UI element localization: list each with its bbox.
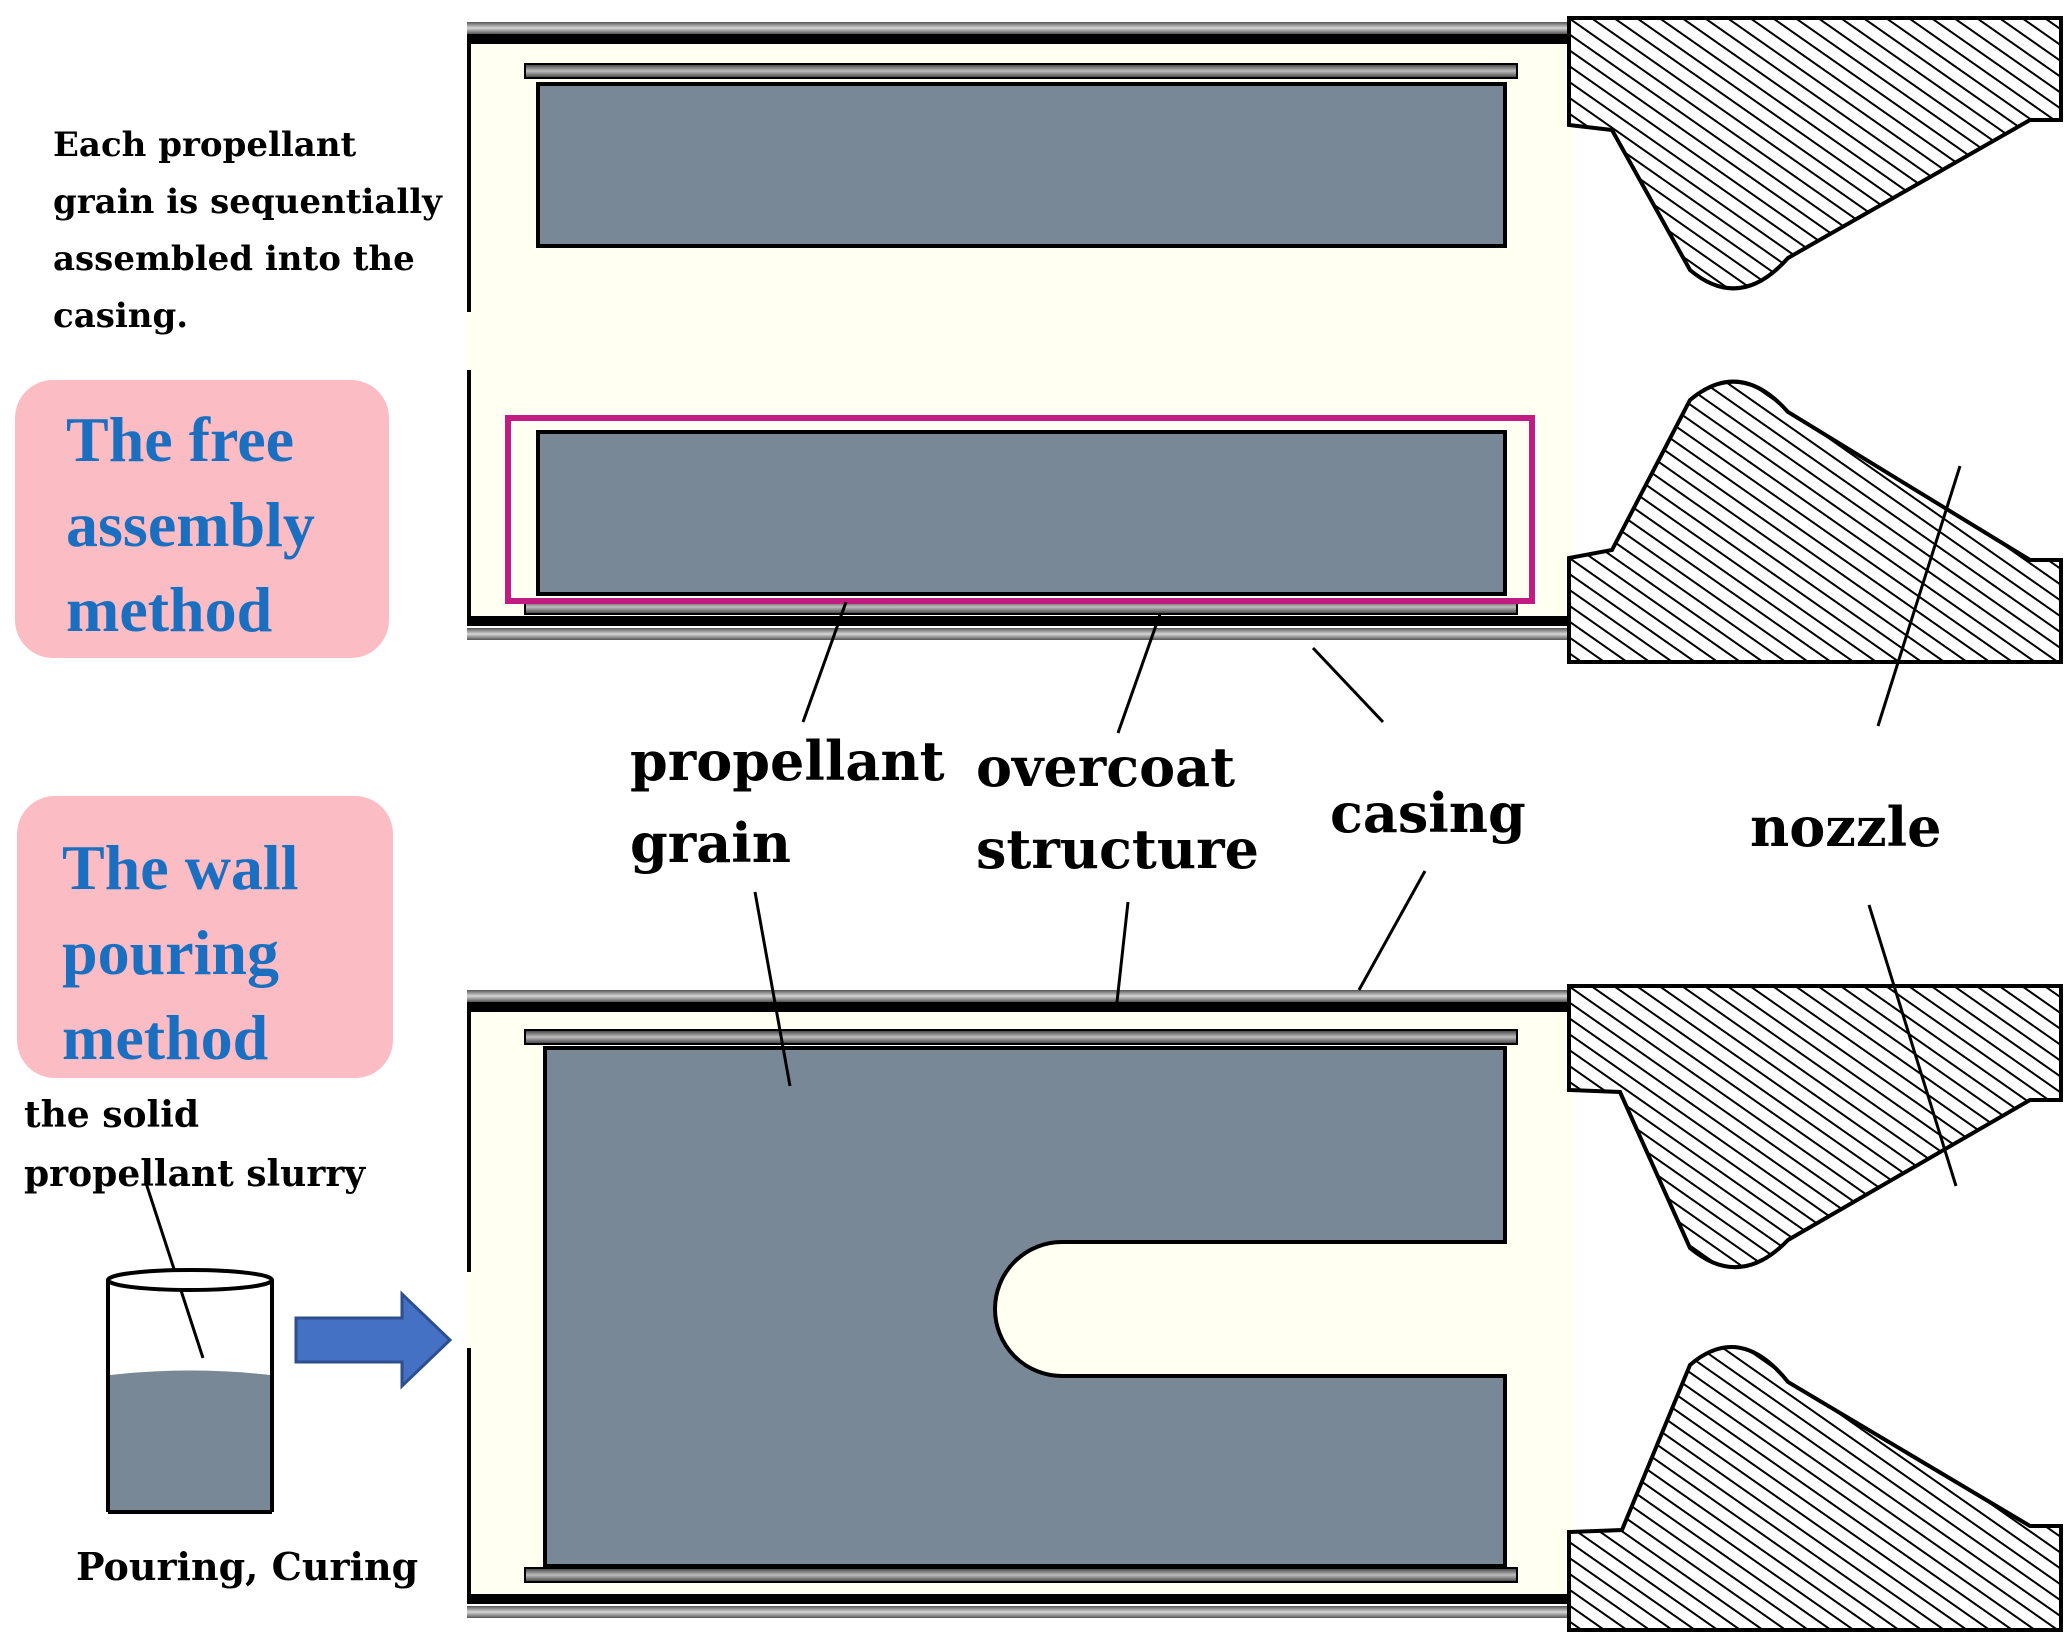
label-nozzle: nozzle <box>1750 795 1941 859</box>
nozzle <box>1567 984 2063 1632</box>
method-box-free <box>15 380 389 658</box>
highlight-box <box>505 415 1535 604</box>
leader-nozzle-top <box>1876 465 1962 727</box>
leader-lines <box>144 465 1962 1359</box>
overcoat-layer <box>524 1029 1518 1045</box>
leader-overcoat-top <box>1116 613 1162 734</box>
casing-wall <box>467 990 1575 1002</box>
slurry-beaker <box>106 1268 274 1514</box>
overcoat-layer <box>524 63 1518 79</box>
propellant-grain-lower <box>536 430 1507 596</box>
leader-casing-bottom <box>1357 870 1427 991</box>
motor-wall-pouring <box>467 984 2063 1632</box>
method-box-wall <box>17 796 393 1078</box>
leader-nozzle-bottom <box>1867 904 1958 1187</box>
leader-propellant-grain-bottom <box>753 891 792 1087</box>
propellant-grain-upper <box>536 82 1507 248</box>
method-wall-title: The wall pouring method <box>62 832 314 1073</box>
method-free-title: The free assembly method <box>66 404 331 645</box>
casing-wall <box>467 1606 1575 1618</box>
nozzle <box>1567 16 2063 664</box>
leader-overcoat-bottom <box>1114 901 1130 1012</box>
pouring-label: Pouring, Curing <box>76 1544 418 1589</box>
pour-arrow <box>294 1290 453 1390</box>
leader-propellant-grain-top <box>801 601 848 723</box>
label-propellant-grain: propellant grain <box>630 729 963 875</box>
slurry-label: the solid propellant slurry <box>24 1094 366 1195</box>
motor-free-assembly <box>467 16 2063 664</box>
casing-wall <box>467 628 1575 640</box>
overcoat-layer <box>524 1567 1518 1583</box>
leader-casing-top <box>1311 646 1385 724</box>
casing-wall <box>467 22 1575 34</box>
top-note: Each propellant grain is sequentially as… <box>53 125 454 336</box>
propellant-grain-cast <box>543 1046 1507 1568</box>
label-overcoat-structure: overcoat structure <box>976 735 1259 881</box>
label-casing: casing <box>1330 781 1526 845</box>
